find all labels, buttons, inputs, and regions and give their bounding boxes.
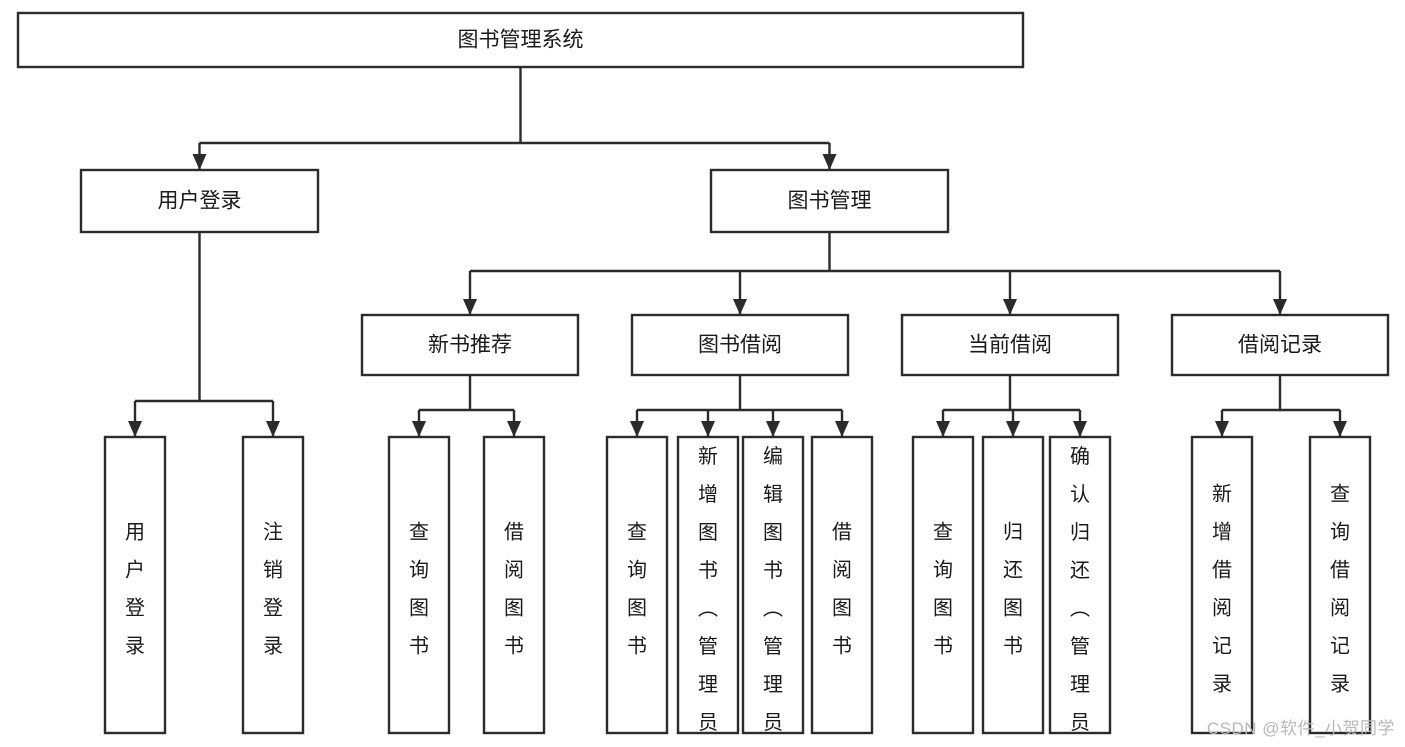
node-level3-3[interactable]: 借阅记录 <box>1170 313 1390 377</box>
node-leaf-3-box[interactable] <box>482 435 546 735</box>
node-level3-3-box[interactable] <box>1170 313 1390 377</box>
node-leaf-2[interactable]: 查询图书 <box>387 435 451 735</box>
node-level3-1-box[interactable] <box>630 313 850 377</box>
node-leaf-12[interactable]: 查询借阅记录 <box>1308 435 1372 735</box>
node-leaf-9-label: 归还图书 <box>1003 521 1023 658</box>
arrow-head-icon <box>1215 421 1229 437</box>
node-level3-2-box[interactable] <box>900 313 1120 377</box>
node-leaf-3-label: 借阅图书 <box>504 521 524 658</box>
node-leaf-10-label: 确认归还︵管理员︶ <box>1070 445 1090 747</box>
node-leaf-1-label: 注销登录 <box>263 521 283 658</box>
node-leaf-7[interactable]: 借阅图书 <box>810 435 874 735</box>
node-level3-0-box[interactable] <box>360 313 580 377</box>
node-level2-1-label: 图书管理 <box>788 190 872 213</box>
arrow-head-icon <box>1003 299 1017 315</box>
node-level3-2[interactable]: 当前借阅 <box>900 313 1120 377</box>
node-root-label: 图书管理系统 <box>458 29 584 52</box>
node-leaf-2-box[interactable] <box>387 435 451 735</box>
node-leaf-6-box[interactable] <box>741 435 805 735</box>
node-leaf-6-label: 编辑图书︵管理员︶ <box>763 445 783 747</box>
node-level2-0-box[interactable] <box>79 168 320 234</box>
connectors-layer <box>128 67 1347 437</box>
arrow-head-icon <box>835 421 849 437</box>
node-leaf-2-label: 查询图书 <box>409 521 429 658</box>
node-level2-1[interactable]: 图书管理 <box>709 168 950 234</box>
node-leaf-10[interactable]: 确认归还︵管理员︶ <box>1048 435 1112 747</box>
node-level2-1-box[interactable] <box>709 168 950 234</box>
node-leaf-1[interactable]: 注销登录 <box>241 435 305 735</box>
node-leaf-4-label: 查询图书 <box>627 521 647 658</box>
arrow-head-icon <box>1006 421 1020 437</box>
node-leaf-7-box[interactable] <box>810 435 874 735</box>
node-level2-0[interactable]: 用户登录 <box>79 168 320 234</box>
node-leaf-12-box[interactable] <box>1308 435 1372 735</box>
node-level2-0-label: 用户登录 <box>158 190 242 213</box>
arrow-head-icon <box>412 421 426 437</box>
arrow-head-icon <box>936 421 950 437</box>
node-level3-3-label: 借阅记录 <box>1238 334 1322 357</box>
node-leaf-8[interactable]: 查询图书 <box>911 435 975 735</box>
node-leaf-0-box[interactable] <box>103 435 167 735</box>
node-leaf-4-box[interactable] <box>605 435 669 735</box>
arrow-head-icon <box>128 421 142 437</box>
node-leaf-1-box[interactable] <box>241 435 305 735</box>
node-leaf-3[interactable]: 借阅图书 <box>482 435 546 735</box>
arrow-head-icon <box>463 299 477 315</box>
arrow-head-icon <box>1333 421 1347 437</box>
node-leaf-5-box[interactable] <box>676 435 740 735</box>
node-leaf-12-label: 查询借阅记录 <box>1330 483 1350 696</box>
node-leaf-8-box[interactable] <box>911 435 975 735</box>
node-leaf-11-box[interactable] <box>1190 435 1254 735</box>
node-leaf-4[interactable]: 查询图书 <box>605 435 669 735</box>
node-leaf-7-label: 借阅图书 <box>832 521 852 658</box>
node-leaf-11[interactable]: 新增借阅记录 <box>1190 435 1254 735</box>
node-root-box[interactable] <box>16 11 1025 69</box>
node-leaf-11-label: 新增借阅记录 <box>1212 483 1232 696</box>
arrow-head-icon <box>822 154 837 170</box>
node-root[interactable]: 图书管理系统 <box>16 11 1025 69</box>
arrow-head-icon <box>630 421 644 437</box>
arrow-head-icon <box>266 421 280 437</box>
arrow-head-icon <box>507 421 521 437</box>
node-leaf-9[interactable]: 归还图书 <box>981 435 1045 735</box>
node-leaf-9-box[interactable] <box>981 435 1045 735</box>
node-level3-2-label: 当前借阅 <box>968 334 1052 357</box>
arrow-head-icon <box>1273 299 1287 315</box>
node-leaf-5-label: 新增图书︵管理员︶ <box>698 445 718 747</box>
node-level3-0[interactable]: 新书推荐 <box>360 313 580 377</box>
arrow-head-icon <box>701 421 715 437</box>
arrow-head-icon <box>1073 421 1087 437</box>
node-level3-1-label: 图书借阅 <box>698 334 782 357</box>
node-leaf-0-label: 用户登录 <box>125 522 145 658</box>
nodes-layer: 图书管理系统用户登录图书管理新书推荐图书借阅当前借阅借阅记录用户登录注销登录查询… <box>16 11 1390 747</box>
node-leaf-10-box[interactable] <box>1048 435 1112 735</box>
arrow-head-icon <box>766 421 780 437</box>
node-leaf-0[interactable]: 用户登录 <box>103 435 167 735</box>
arrow-head-icon <box>192 154 207 170</box>
node-leaf-8-label: 查询图书 <box>933 521 953 658</box>
node-level3-0-label: 新书推荐 <box>428 334 512 357</box>
node-leaf-6[interactable]: 编辑图书︵管理员︶ <box>741 435 805 747</box>
arrow-head-icon <box>733 299 747 315</box>
node-leaf-5[interactable]: 新增图书︵管理员︶ <box>676 435 740 747</box>
node-level3-1[interactable]: 图书借阅 <box>630 313 850 377</box>
